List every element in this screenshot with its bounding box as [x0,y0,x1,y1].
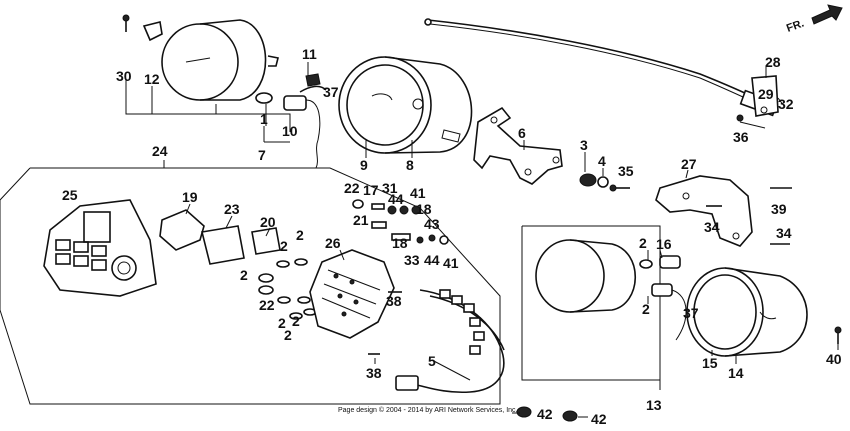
front-arrow-icon: FR. [785,4,843,35]
callout-24: 24 [152,143,168,159]
callout-2-b: 2 [296,227,304,243]
callout-14: 14 [728,365,744,381]
callout-3: 3 [580,137,588,153]
callout-31: 31 [382,180,398,196]
callout-8: 8 [406,157,414,173]
bulb-socket-10 [283,95,321,169]
callout-20: 20 [260,214,276,230]
leader-lines-top-left [125,80,291,143]
gauge-case-left [535,239,636,313]
callout-42-b: 42 [591,411,607,427]
bulb-12 [142,21,163,42]
callout-12: 12 [144,71,160,87]
tachometer-case [161,19,279,101]
cable-clamp [736,66,785,122]
bracket-27 [655,175,753,247]
screw-38 [368,291,402,355]
callout-2-e: 2 [292,313,300,329]
callout-leaders [163,62,839,418]
callout-18-top: 18 [416,201,432,217]
callout-42-a: 42 [537,406,553,422]
indicator-housing-26 [309,249,395,339]
callout-22-top: 22 [344,180,360,196]
callout-34-a: 34 [704,219,720,235]
callout-1: 1 [260,111,268,127]
callout-17: 17 [363,182,379,198]
callout-43: 43 [424,216,440,232]
callout-35: 35 [618,163,634,179]
callout-23: 23 [224,201,240,217]
copyright-text: Page design © 2004 - 2014 by ARI Network… [338,406,518,414]
callout-33: 33 [404,252,420,268]
callout-16: 16 [656,236,672,252]
wire-37 [299,85,327,93]
callout-22-low: 22 [259,297,275,313]
callout-39: 39 [771,201,787,217]
bolt-35 [609,184,630,192]
callout-labels: 30 12 11 37 1 10 7 9 8 6 3 4 35 28 29 32… [62,46,842,427]
callout-13: 13 [646,397,662,413]
callout-41-top: 41 [410,185,426,201]
small-hardware-cluster [352,199,449,245]
callout-26: 26 [325,235,341,251]
washers-2 [258,258,317,320]
screw-30 [122,14,130,32]
callout-27: 27 [681,156,697,172]
callout-29: 29 [758,86,774,102]
callout-32: 32 [778,96,794,112]
callout-6: 6 [518,125,526,141]
callout-2-f: 2 [284,327,292,343]
bolts-34 [706,205,790,245]
callout-21: 21 [353,212,369,228]
grommet-3 [579,173,597,187]
meter-panel-cover [43,199,157,297]
gauge-assembly-outline [521,225,661,390]
callout-15: 15 [702,355,718,371]
callout-38-right: 38 [386,293,402,309]
callout-2-d: 2 [278,315,286,331]
indicator-unit-19 [159,209,205,251]
socket-1 [255,92,273,104]
gauge-socket-16 [639,255,687,341]
callout-41-mid: 41 [443,255,459,271]
callout-28: 28 [765,54,781,70]
collar-4 [597,176,609,188]
plate-23 [201,225,245,265]
speedometer-case [338,56,473,154]
bracket-6 [473,106,563,185]
callout-37: 37 [323,84,339,100]
callout-9: 9 [360,157,368,173]
callout-37-right: 37 [683,305,699,321]
callout-10: 10 [282,123,298,139]
callout-2-c: 2 [240,267,248,283]
wire-harness-5 [395,289,505,394]
speedometer-cable [424,18,779,117]
callout-36: 36 [733,129,749,145]
screw-40 [834,326,842,344]
front-direction-label: FR. [785,17,806,34]
callout-44-top: 44 [388,191,404,207]
callout-18-mid: 18 [392,235,408,251]
callout-7: 7 [258,147,266,163]
plate-20 [251,227,281,255]
callout-2-h: 2 [642,301,650,317]
callout-40: 40 [826,351,842,367]
callout-19: 19 [182,189,198,205]
callout-2-a: 2 [280,238,288,254]
callout-38-low: 38 [366,365,382,381]
callout-30: 30 [116,68,132,84]
bulb-11 [305,73,321,87]
callout-5: 5 [428,353,436,369]
callout-11: 11 [302,46,317,62]
callout-4: 4 [598,153,606,169]
grommets-42 [516,406,578,422]
callout-34-b: 34 [776,225,792,241]
gauge-case-right [686,267,808,357]
callout-25: 25 [62,187,78,203]
callout-44-mid: 44 [424,252,440,268]
callout-2-g: 2 [639,235,647,251]
